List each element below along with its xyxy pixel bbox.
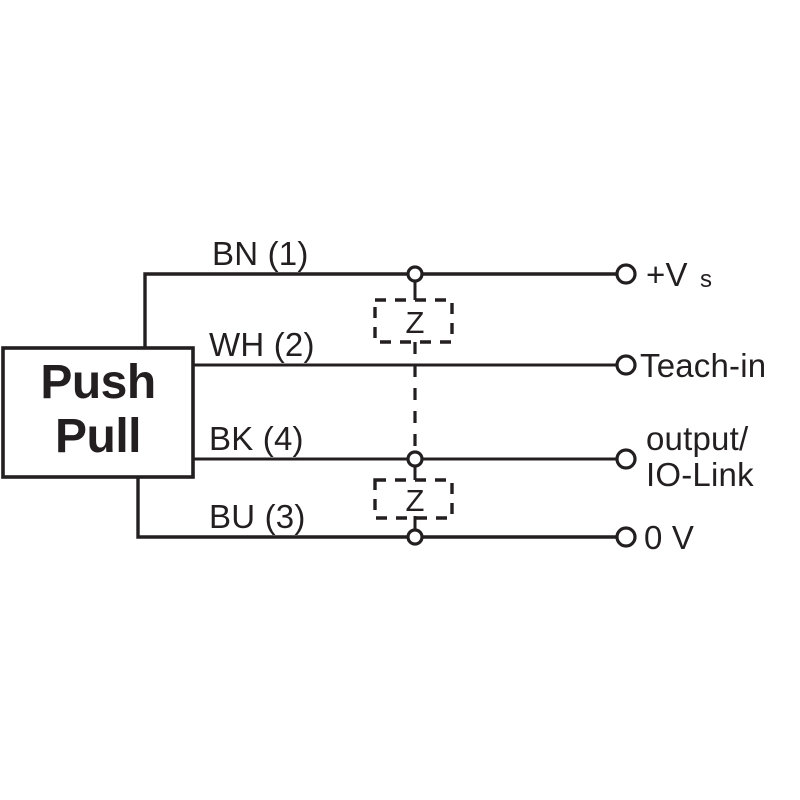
terminal-label-io-link: IO-Link [646,456,754,493]
terminal-circle-teach-in[interactable] [615,354,637,376]
junction-dot-bk [406,450,424,468]
wire-label-bk: BK (4) [209,420,304,457]
terminal-label-vs-group: +V s [646,256,712,293]
terminal-label-teach-in: Teach-in [640,347,766,384]
device-push-pull-box: Push Pull [1,346,195,479]
terminal-circle-output-io-link[interactable] [615,448,637,470]
terminal-label-vs-subscript: s [700,266,712,293]
wire-bn-path [143,272,627,352]
device-label-line2: Pull [55,410,141,463]
terminal-circle-vs[interactable] [615,263,637,285]
terminal-label-output-group: output/ IO-Link [646,420,754,493]
terminal-label-output: output/ [646,420,749,457]
z-diode-lower-label: Z [406,483,425,518]
wire-label-bn: BN (1) [212,235,309,272]
terminal-label-0v: 0 V [644,519,694,556]
device-label-line1: Push [40,356,155,409]
terminal-circle-0v[interactable] [615,526,637,548]
junction-dot-bn [406,265,424,283]
z-diode-upper-label: Z [406,305,425,340]
z-diode-upper-group: Z [373,274,454,459]
wire-label-bu: BU (3) [209,498,306,535]
junction-dot-bu [406,528,424,546]
terminal-label-vs: +V [646,256,688,293]
z-diode-lower-group: Z [373,459,454,537]
wire-bu-path [136,475,627,539]
wire-label-wh: WH (2) [209,326,315,363]
